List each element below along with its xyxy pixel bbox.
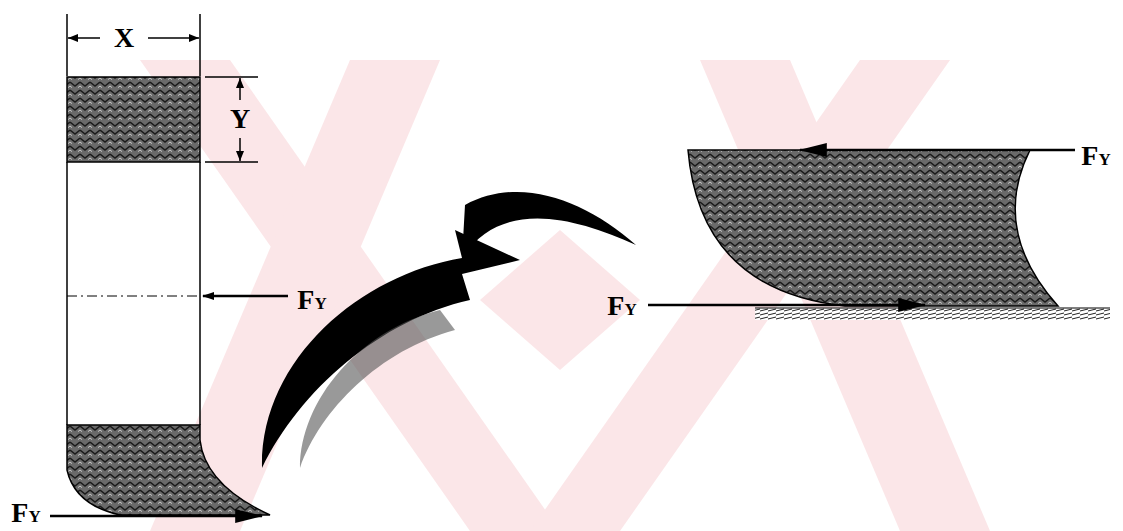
force-label: FY (11, 499, 40, 527)
force-label: FY (1081, 142, 1110, 170)
force-arrow (50, 515, 262, 518)
force-arrow (800, 149, 1075, 152)
dimension-label: X (114, 24, 134, 52)
dimension-x (67, 14, 200, 76)
ground (755, 308, 1110, 320)
dimension-y (205, 77, 258, 162)
transition-arrow (262, 192, 636, 468)
deformed-tire (688, 150, 1110, 320)
force-label: FY (297, 286, 326, 314)
force-arrow (203, 295, 288, 298)
dimension-label: Y (230, 105, 250, 133)
force-arrow (648, 304, 925, 307)
force-label: FY (607, 292, 636, 320)
